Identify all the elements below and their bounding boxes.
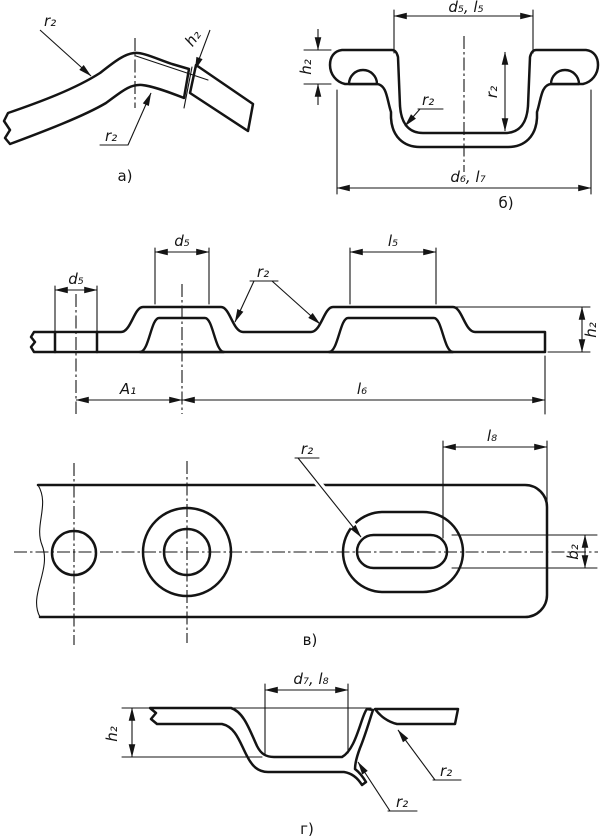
- fig-v-boss2-hollow: [327, 316, 455, 354]
- fig-a-right-strip: [188, 63, 255, 133]
- fig-v-plan-label-b2: b₂: [564, 544, 582, 560]
- fig-g-label-r2-bottom: r₂: [396, 793, 408, 811]
- fig-a-caption: а): [117, 167, 132, 185]
- fig-a-label-r2-top: r₂: [44, 12, 56, 30]
- fig-v-dim-l5: l₅: [349, 232, 437, 305]
- fig-v-plate-outline: [36, 483, 549, 619]
- fig-g-leader-r2-edge: r₂: [397, 729, 462, 781]
- fig-v-label-l5: l₅: [388, 232, 398, 250]
- fig-a-label-r2-bottom: r₂: [105, 127, 117, 145]
- fig-v-plan-slot-inner: [355, 533, 449, 570]
- fig-v-dim-a1: A₁: [75, 380, 183, 404]
- fig-v-leader-r2: r₂: [234, 263, 321, 325]
- fig-v-plan-slot-outer: [341, 510, 465, 594]
- fig-v-plan-label-l8: l₈: [487, 427, 497, 445]
- fig-b-curl-gap-right: [549, 68, 581, 86]
- fig-v-label-h2: h₂: [582, 322, 600, 338]
- fig-v-label-r2: r₂: [257, 263, 269, 281]
- fig-v-plan-label-r2: r₂: [301, 440, 313, 458]
- fig-g-label-r2-edge: r₂: [440, 762, 452, 780]
- fig-v-plate-break-line: [36, 484, 46, 618]
- figure-v-plan: r₂ l₈ b₂ в): [14, 427, 598, 649]
- fig-v-label-d5-boss: d₅: [174, 232, 190, 250]
- fig-v-plan-leader-r2: r₂: [294, 440, 363, 538]
- fig-v-label-a1: A₁: [119, 380, 136, 398]
- fig-b-label-h2: h₂: [297, 59, 315, 75]
- fig-a-leader-h2: [194, 29, 211, 71]
- fig-a-left-strip: [2, 51, 191, 146]
- fig-g-dim-h2: h₂: [103, 707, 136, 758]
- fig-v-plan-dim-b2: b₂: [451, 534, 598, 569]
- fig-g-part-right: [373, 707, 460, 726]
- fig-b-caption: б): [498, 194, 513, 212]
- fig-v-plan-boss-outer: [141, 506, 233, 598]
- fig-v-dim-l6: l₆: [181, 355, 546, 415]
- fig-g-part-left: [148, 706, 375, 787]
- fig-b-dim-h2: h₂: [297, 29, 332, 105]
- figure-v-section: d₅ d₅ l₅ r₂ h₂ A₁: [29, 232, 600, 415]
- fig-v-plan-hole: [50, 529, 98, 577]
- fig-g-leader-r2-bottom: r₂: [357, 761, 418, 812]
- fig-b-dim-d6-l7: d₆, l₇: [336, 89, 592, 195]
- fig-v-dim-h2: h₂: [455, 306, 600, 353]
- fig-a-leader-r2-top: [39, 29, 92, 77]
- fig-v-part-section: [29, 305, 547, 354]
- figure-g: d₇, l₈ h₂ r₂ r₂ г): [103, 670, 462, 837]
- fig-v-dim-d5-boss: d₅: [154, 232, 210, 305]
- figure-a: r₂ h₂ r₂ а): [2, 12, 255, 185]
- fig-a-label-h2: h₂: [181, 27, 205, 50]
- fig-b-curl-gap-left: [347, 68, 379, 86]
- fig-g-label-h2: h₂: [103, 726, 121, 742]
- fig-a-witness-line: [183, 66, 193, 109]
- fig-v-plan-dim-l8: l₈: [442, 427, 548, 539]
- fig-v-label-d5-hole: d₅: [68, 270, 84, 288]
- fig-v-label-l6: l₆: [357, 380, 367, 398]
- fig-a-tangent-line: [135, 55, 209, 81]
- fig-b-label-r2-inner: r₂: [422, 91, 434, 109]
- fig-a-leader-r2-bottom: [127, 92, 152, 146]
- fig-b-label-d6-l7: d₆, l₇: [450, 168, 485, 186]
- fig-b-label-r2-depth: r₂: [483, 86, 501, 98]
- fig-v-caption: в): [303, 631, 318, 649]
- fig-b-label-d5-l5: d₅, l₅: [448, 0, 483, 16]
- fig-g-label-d7-l8: d₇, l₈: [293, 670, 328, 688]
- fig-b-leader-r2-inner: r₂: [404, 91, 444, 127]
- fig-b-dim-d5-l5: d₅, l₅: [393, 0, 534, 54]
- fig-b-dim-r2-depth: r₂: [483, 51, 509, 132]
- figure-b: d₅, l₅ h₂ r₂ r₂ d₆, l₇ б): [297, 0, 600, 212]
- fig-g-dim-d7-l8: d₇, l₈: [264, 670, 349, 756]
- fig-v-plan-boss-inner: [162, 527, 212, 577]
- fig-v-dim-d5-hole: d₅: [54, 270, 98, 332]
- fig-g-caption: г): [300, 820, 314, 837]
